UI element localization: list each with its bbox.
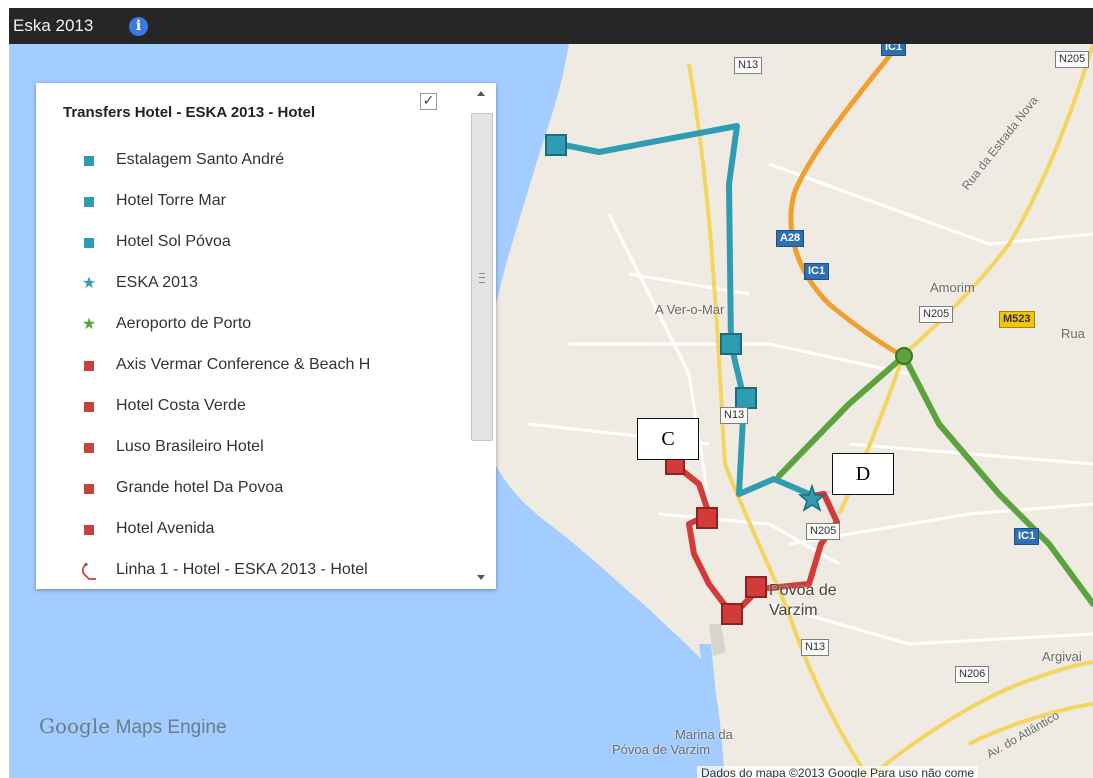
scrollbar-thumb[interactable] xyxy=(471,113,493,441)
road-shield-a28: A28 xyxy=(776,230,805,247)
road-shield-n205: N205 xyxy=(806,523,841,540)
map-viewer-frame: Eska 2013 i xyxy=(9,0,1093,778)
road-shield-ic1: IC1 xyxy=(804,263,830,280)
square-marker-icon xyxy=(80,439,98,457)
marker-hotel-sol-povoa xyxy=(735,387,757,409)
map-attribution[interactable]: Dados do mapa ©2013 Google Para uso não … xyxy=(697,766,979,778)
place-marina-da: Marina da xyxy=(675,727,733,742)
road-shield-n13: N13 xyxy=(734,57,763,74)
road-shield-ic1: IC1 xyxy=(1014,528,1040,545)
grip-icon xyxy=(479,273,485,283)
road-shield-n13: N13 xyxy=(801,639,830,656)
road-shield-n205: N205 xyxy=(919,306,954,323)
legend-item-grande-hotel-da-povoa[interactable]: Grande hotel Da Povoa xyxy=(80,477,480,501)
road-shield-n206: N206 xyxy=(955,666,990,683)
road-shield-n13: N13 xyxy=(720,407,749,424)
callout-c: C xyxy=(637,418,699,460)
marker-hotel-costa-verde xyxy=(696,507,718,529)
minor-roads xyxy=(528,162,1093,646)
road-shield-m523: M523 xyxy=(999,311,1035,328)
legend-item-label: Hotel Costa Verde xyxy=(116,397,246,414)
route-line-icon xyxy=(80,562,98,580)
google-wordmark: Google xyxy=(39,714,111,738)
legend-item-label: Linha 1 - Hotel - ESKA 2013 - Hotel xyxy=(116,561,368,578)
legend-item-label: Hotel Sol Póvoa xyxy=(116,233,231,250)
title-bar: Eska 2013 i xyxy=(9,8,1093,44)
callout-d: D xyxy=(832,453,894,495)
marker-hotel-torre-mar xyxy=(720,333,742,355)
map-title: Eska 2013 xyxy=(13,16,94,35)
maps-engine-logo: Google Maps Engine xyxy=(39,714,227,739)
place-argivai: Argivai xyxy=(1042,649,1082,664)
legend-item-label: Hotel Torre Mar xyxy=(116,192,226,209)
place-a-ver-o-mar: A Ver-o-Mar xyxy=(655,302,725,317)
legend-item-linha-1[interactable]: Linha 1 - Hotel - ESKA 2013 - Hotel xyxy=(80,559,480,583)
place-povoa-de-varzim: Póvoa de Varzim xyxy=(612,742,711,757)
marker-luso-brasileiro xyxy=(745,576,767,598)
legend-item-label: Aeroporto de Porto xyxy=(116,315,252,332)
layer-title: Transfers Hotel - ESKA 2013 - Hotel xyxy=(63,104,316,121)
scroll-down-arrow-icon[interactable] xyxy=(477,575,485,580)
legend-item-label: Luso Brasileiro Hotel xyxy=(116,438,264,455)
legend-item-hotel-torre-mar[interactable]: Hotel Torre Mar xyxy=(80,190,480,214)
marker-junction xyxy=(895,347,913,365)
square-marker-icon xyxy=(80,521,98,539)
legend-item-label: ESKA 2013 xyxy=(116,274,198,291)
harbor-water xyxy=(699,644,725,778)
place-varzim: Varzim xyxy=(769,602,818,619)
legend-item-eska-2013[interactable]: ★ ESKA 2013 xyxy=(80,272,480,296)
street-rua: Rua xyxy=(1061,326,1085,341)
place-povoa-de: Póvoa de xyxy=(769,582,837,599)
marker-eska-2013 xyxy=(797,483,827,512)
legend-item-label: Estalagem Santo André xyxy=(116,151,285,168)
square-marker-icon xyxy=(80,398,98,416)
square-marker-icon xyxy=(80,357,98,375)
maps-engine-wordmark: Maps Engine xyxy=(115,717,227,738)
legend-item-luso-brasileiro-hotel[interactable]: Luso Brasileiro Hotel xyxy=(80,436,480,460)
square-marker-icon xyxy=(80,152,98,170)
square-marker-icon xyxy=(80,480,98,498)
star-marker-icon: ★ xyxy=(81,316,97,333)
legend-item-axis-vermar[interactable]: Axis Vermar Conference & Beach H xyxy=(80,354,480,378)
legend-scrollbar[interactable] xyxy=(469,83,496,589)
scroll-up-arrow-icon[interactable] xyxy=(477,91,485,96)
markers xyxy=(545,134,913,625)
route-green xyxy=(776,353,1093,607)
legend-item-estalagem-santo-andre[interactable]: Estalagem Santo André xyxy=(80,149,480,173)
legend-item-label: Axis Vermar Conference & Beach H xyxy=(116,356,371,373)
legend-item-label: Grande hotel Da Povoa xyxy=(116,479,284,496)
legend-item-hotel-avenida[interactable]: Hotel Avenida xyxy=(80,518,480,542)
layer-visibility-checkbox[interactable]: ✓ xyxy=(420,93,437,110)
marker-grande-hotel xyxy=(721,603,743,625)
legend-item-label: Hotel Avenida xyxy=(116,520,215,537)
road-shield-n205: N205 xyxy=(1055,51,1090,68)
marker-estalagem-santo-andre xyxy=(545,134,567,156)
legend-panel: Transfers Hotel - ESKA 2013 - Hotel ✓ Es… xyxy=(36,83,496,589)
star-marker-icon: ★ xyxy=(81,275,97,292)
harbor-pier xyxy=(709,624,726,656)
legend-item-hotel-sol-povoa[interactable]: Hotel Sol Póvoa xyxy=(80,231,480,255)
legend-item-hotel-costa-verde[interactable]: Hotel Costa Verde xyxy=(80,395,480,419)
square-marker-icon xyxy=(80,234,98,252)
place-amorim: Amorim xyxy=(930,280,975,295)
square-marker-icon xyxy=(80,193,98,211)
legend-item-aeroporto-de-porto[interactable]: ★ Aeroporto de Porto xyxy=(80,313,480,337)
info-icon[interactable]: i xyxy=(129,17,148,36)
